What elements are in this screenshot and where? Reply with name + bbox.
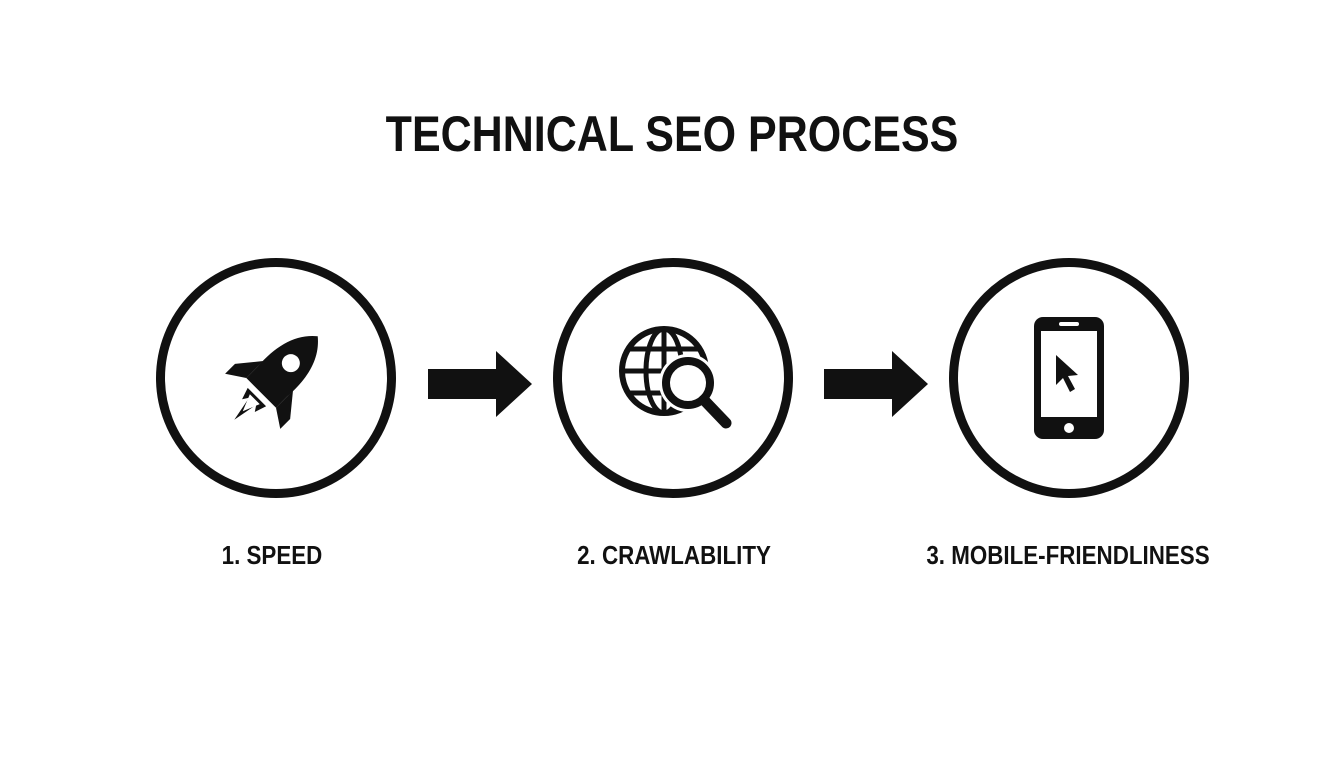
rocket-icon [225,336,318,429]
step-label-crawlability: 2. CRAWLABILITY [577,540,771,570]
step-label-speed: 1. SPEED [221,540,323,570]
step-mobile-circle [949,258,1189,498]
arrow-right-icon [824,351,928,417]
diagram-title: TECHNICAL SEO PROCESS [385,106,959,162]
step-crawlability-circle [553,258,793,498]
step-label-mobile-friendliness: 3. MOBILE-FRIENDLINESS [926,540,1210,570]
globe-search-icon [619,326,732,429]
step-speed-circle [156,258,396,498]
mobile-cursor-icon [1034,317,1104,439]
arrow-right-icon [428,351,532,417]
